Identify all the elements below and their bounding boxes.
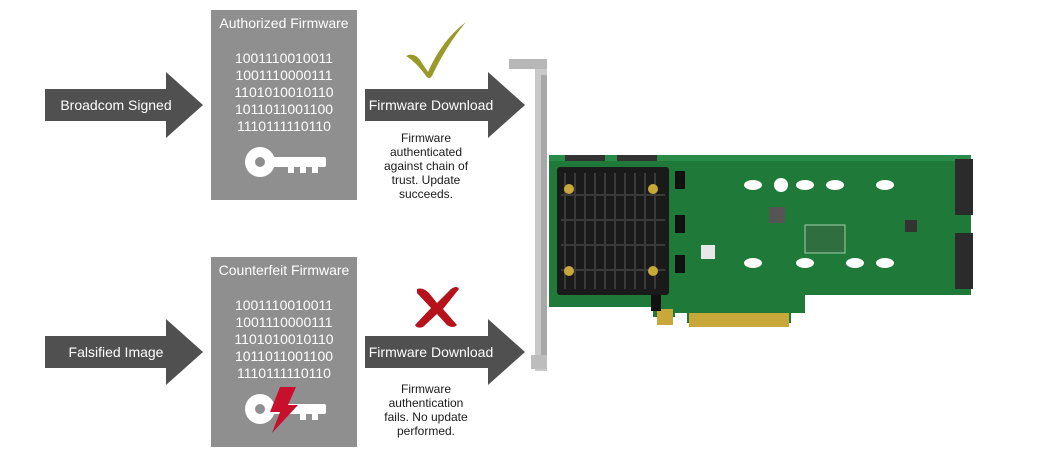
- binary-line: 1011011001100: [234, 101, 334, 117]
- binary-block: 1001110010011 1001110000111 110101001011…: [211, 297, 357, 382]
- note-line: fails. No update: [384, 410, 468, 424]
- x-mark-icon: [413, 285, 461, 334]
- success-note: Firmware authenticated against chain of …: [366, 131, 486, 201]
- firmware-download-arrow-1: Firmware Download: [365, 72, 525, 138]
- source-label: Broadcom Signed: [60, 97, 172, 113]
- binary-block: 1001110010011 1001110000111 110101001011…: [211, 50, 357, 135]
- checkmark-icon: [402, 20, 470, 85]
- source-arrow-falsified-image: Falsified Image: [45, 319, 203, 385]
- authorized-firmware-box: Authorized Firmware 1001110010011 100111…: [211, 10, 357, 200]
- note-line: against chain of: [383, 159, 469, 173]
- note-line: authentication: [388, 396, 464, 410]
- binary-line: 1101010010110: [234, 331, 334, 347]
- binary-line: 1110111110110: [237, 365, 331, 381]
- raid-controller-card-image: [505, 55, 980, 380]
- firmware-download-arrow-2: Firmware Download: [365, 319, 525, 385]
- binary-line: 1001110010011: [234, 50, 334, 66]
- key-icon: [244, 145, 328, 184]
- firmware-title: Counterfeit Firmware: [218, 262, 350, 278]
- download-label: Firmware Download: [368, 97, 494, 113]
- note-line: Firmware: [401, 382, 451, 396]
- source-arrow-broadcom-signed: Broadcom Signed: [45, 72, 203, 138]
- note-line: succeeds.: [398, 187, 454, 201]
- counterfeit-firmware-box: Counterfeit Firmware 1001110010011 10011…: [211, 257, 357, 447]
- note-line: authenticated: [389, 145, 463, 159]
- binary-line: 1101010010110: [234, 84, 334, 100]
- note-line: performed.: [396, 424, 456, 438]
- note-line: trust. Update: [391, 173, 461, 187]
- broken-key-icon: [244, 385, 328, 440]
- source-label: Falsified Image: [68, 344, 164, 360]
- binary-line: 1001110000111: [235, 314, 333, 330]
- binary-line: 1011011001100: [234, 348, 334, 364]
- firmware-title: Authorized Firmware: [219, 15, 349, 31]
- binary-line: 1001110000111: [235, 67, 333, 83]
- binary-line: 1110111110110: [237, 118, 331, 134]
- failure-note: Firmware authentication fails. No update…: [366, 382, 486, 438]
- binary-line: 1001110010011: [234, 297, 334, 313]
- download-label: Firmware Download: [368, 344, 494, 360]
- note-line: Firmware: [401, 131, 451, 145]
